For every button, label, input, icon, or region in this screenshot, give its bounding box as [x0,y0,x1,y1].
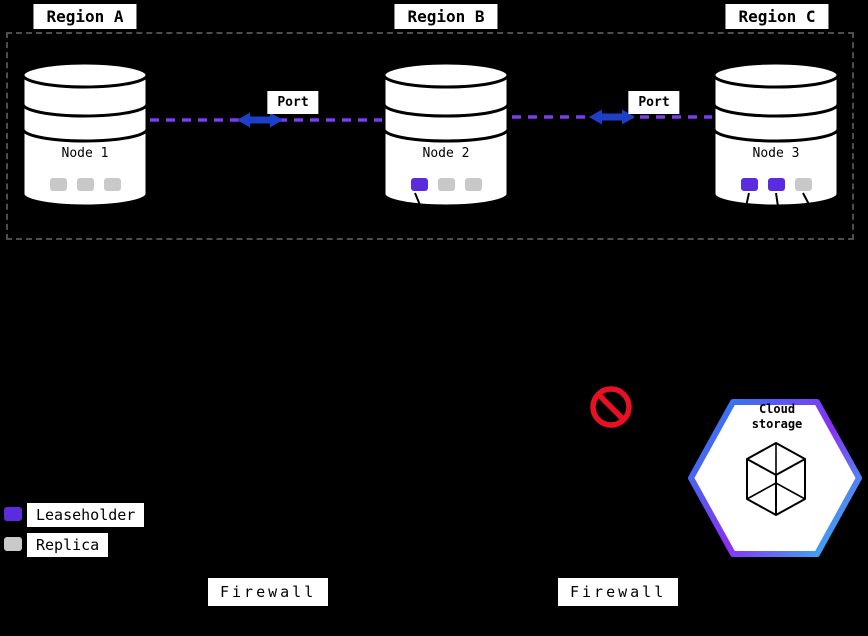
region-c-label: Region C [725,4,829,29]
no-entry-icon [590,386,632,428]
region-b-label: Region B [394,4,498,29]
leaseholder-pointer-line [775,192,781,221]
range-marker [464,178,482,191]
replica-swatch [4,537,22,551]
range-marker [49,178,67,191]
port-arrow-icon [589,109,635,125]
range-markers [712,178,840,191]
region-boundary-box [6,32,854,240]
node-1-database: Node 1 [21,61,149,208]
cube-icon [746,442,806,516]
range-markers [382,178,510,191]
legend-leaseholder-label: Leaseholder [27,503,145,527]
node-label: Node 2 [422,146,470,161]
node-label: Node 3 [752,146,800,161]
port-arrow-icon [237,112,283,128]
firewall-label-1: Firewall [208,578,329,606]
range-marker [76,178,94,191]
range-marker [794,178,812,191]
range-marker [410,178,428,191]
node-label: Node 1 [61,146,109,161]
database-icon [21,61,149,208]
database-icon [712,61,840,221]
cloud-storage-label: Cloud storage [751,402,803,431]
range-markers [21,178,149,191]
range-marker [767,178,785,191]
legend-replica-label: Replica [27,533,109,557]
range-marker [740,178,758,191]
node-2-database: Node 2 [382,61,510,223]
database-icon [382,61,510,223]
port-label-ab: Port [267,91,319,114]
leaseholder-pointer-line [414,192,428,223]
leaseholder-swatch [4,507,22,521]
range-marker [437,178,455,191]
node-3-database: Node 3 [712,61,840,221]
region-a-label: Region A [33,4,137,29]
port-label-bc: Port [628,91,680,114]
replica-pointer-line [802,192,815,215]
firewall-label-2: Firewall [558,578,679,606]
range-marker [103,178,121,191]
leaseholder-pointer-line [742,192,750,221]
